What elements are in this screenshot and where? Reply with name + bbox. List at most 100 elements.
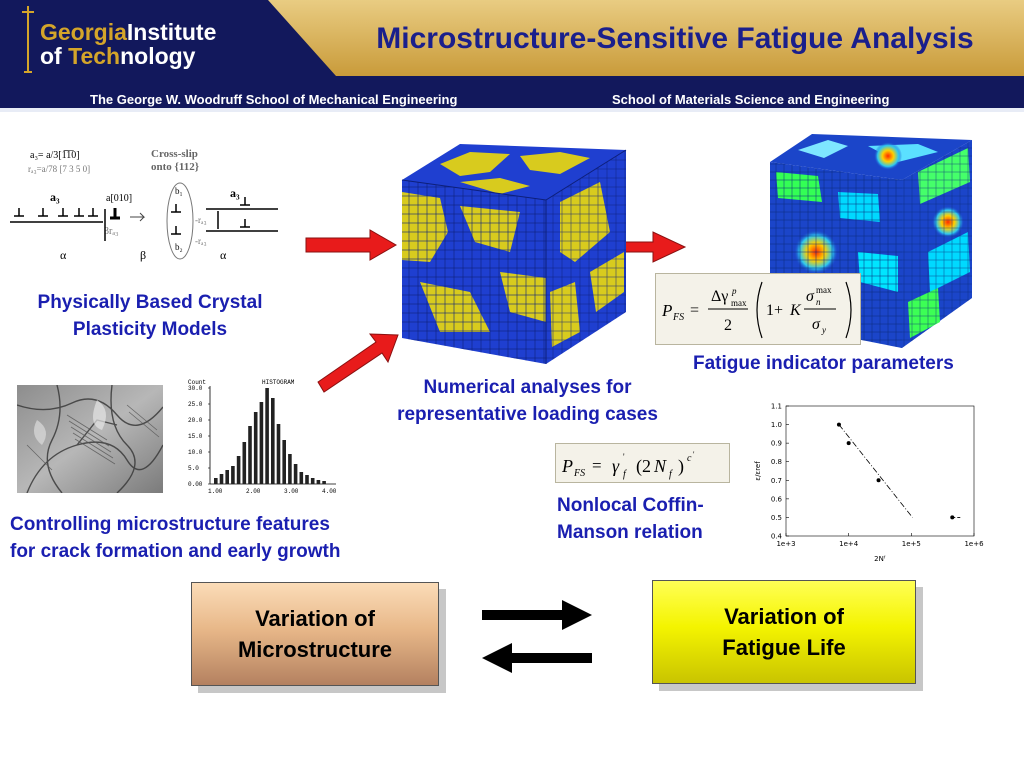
flow-arrows	[305, 229, 687, 393]
phase-beta: β	[140, 248, 146, 262]
caption-microstructure-features: Controlling microstructure features for …	[10, 514, 341, 562]
slide-header: GeorgiaInstitute of Technology Microstru…	[0, 0, 1024, 112]
histogram-x-tick: 2.00	[246, 488, 261, 495]
histogram-y-tick: 25.0	[188, 401, 203, 408]
histogram-bar	[276, 424, 281, 484]
department-left: The George W. Woodruff School of Mechani…	[90, 92, 458, 107]
label-a3-eq: a₃= a/3[1̅̅1̅0]	[30, 150, 80, 161]
arrow-black-right	[482, 600, 592, 630]
chart-y-tick: 0.4	[771, 533, 783, 541]
histogram-bar	[236, 456, 241, 484]
chart-y-tick: 0.5	[771, 514, 782, 522]
histogram-bar	[305, 475, 309, 484]
histogram-bar	[282, 440, 286, 484]
histogram-bar	[322, 481, 326, 484]
histogram-bar	[310, 478, 315, 484]
histogram-x-tick: 4.00	[322, 488, 337, 495]
label-cross-slip-2: onto {112}	[151, 161, 199, 173]
coffin-manson-equation: P FS = γ ' f (2 N f ) c '	[555, 443, 730, 483]
histogram-bar	[231, 466, 235, 484]
chart-x-tick: 1e+5	[902, 540, 921, 548]
histogram-y-tick: 0.00	[188, 481, 203, 488]
chart-data-point	[950, 515, 955, 520]
chart-data-point	[836, 422, 841, 427]
histogram-title: HISTOGRAM	[262, 379, 295, 386]
dislocation-diagram: a₃= a/3[1̅̅1̅0] rₐ₃=a/78 [7 3 5 0] Cross…	[10, 148, 278, 262]
arrow-right-1	[305, 229, 398, 261]
svg-text:c: c	[687, 453, 692, 464]
fip-equation: P FS = Δγ p max 2 1+ K σ max n σ y	[655, 273, 861, 345]
chart-x-tick: 1e+3	[776, 540, 795, 548]
histogram-bar	[316, 480, 321, 484]
svg-text:max: max	[731, 298, 747, 308]
svg-text:K: K	[789, 302, 802, 319]
svg-text:y: y	[821, 325, 826, 335]
histogram-y-tick: 30.0	[188, 385, 203, 392]
histogram-bar	[225, 470, 229, 484]
histogram-x-tick: 1.00	[208, 488, 223, 495]
chart-y-tick: 1.0	[771, 421, 782, 429]
histogram-bar	[265, 388, 269, 484]
caption-crystal-plasticity: Physically Based Crystal Plasticity Mode…	[37, 292, 263, 340]
label-r1: -rₐ₃	[195, 215, 207, 225]
page-title: Microstructure-Sensitive Fatigue Analysi…	[376, 22, 974, 55]
histogram-y-tick: 10.0	[188, 449, 203, 456]
histogram-x-tick: 3.00	[284, 488, 299, 495]
caption-fatigue-indicator: Fatigue indicator parameters	[693, 353, 954, 374]
histogram-bar	[219, 474, 224, 484]
svg-text:p: p	[731, 286, 737, 296]
chart-y-tick: 0.7	[771, 477, 782, 485]
svg-text:σ: σ	[806, 288, 815, 305]
exchange-arrows	[482, 600, 592, 673]
arrow-black-left	[482, 643, 592, 673]
label-r-eq: rₐ₃=a/78 [7 3 5 0]	[28, 164, 90, 174]
svg-text:n: n	[816, 297, 821, 307]
histogram-bar	[242, 442, 247, 484]
svg-text:=: =	[592, 456, 602, 475]
histogram-chart: Count HISTOGRAM 30.025.020.015.010.05.00…	[186, 376, 340, 496]
chart-data-point	[846, 441, 851, 446]
histogram-y-tick: 5.0	[188, 465, 199, 472]
svg-text:=: =	[690, 302, 699, 319]
chart-ylabel: ε/εref	[754, 461, 762, 481]
variation-microstructure-box: Variation of Microstructure	[191, 582, 439, 686]
histogram-bar	[288, 454, 292, 484]
svg-text:Δγ: Δγ	[711, 288, 728, 305]
svg-text:f: f	[669, 469, 673, 480]
chart-xlabel: 2Nᶠ	[874, 555, 886, 563]
label-b1: b₁	[175, 186, 183, 196]
chart-y-tick: 0.6	[771, 495, 783, 503]
svg-text:f: f	[623, 469, 627, 480]
label-cross-slip-1: Cross-slip	[151, 148, 198, 160]
svg-text:FS: FS	[672, 312, 684, 323]
chart-x-tick: 1e+6	[964, 540, 984, 548]
label-r2: -rₐ₃	[195, 236, 207, 246]
microstructure-cube	[401, 144, 627, 364]
svg-text:': '	[623, 452, 625, 462]
histogram-bar	[299, 472, 304, 484]
fip-equation-svg: P FS = Δγ p max 2 1+ K σ max n σ y	[661, 281, 852, 339]
histogram-y-tick: 15.0	[188, 433, 203, 440]
caption-coffin-manson: Nonlocal Coffin- Manson relation	[557, 495, 704, 543]
histogram-bar	[214, 478, 218, 484]
label-a3-right: a₃	[230, 186, 240, 200]
svg-text:1+: 1+	[766, 302, 783, 319]
svg-text:FS: FS	[573, 468, 585, 479]
svg-text:γ: γ	[612, 456, 620, 476]
chart-y-tick: 0.8	[771, 458, 782, 466]
arrow-diagonal	[317, 333, 399, 393]
svg-text:': '	[693, 450, 695, 459]
chart-fit-line	[838, 424, 913, 518]
label-3r: 3rₐ₃	[104, 226, 119, 237]
histogram-bar	[253, 412, 258, 484]
histogram-y-tick: 20.0	[188, 417, 203, 424]
svg-text:P: P	[561, 456, 573, 476]
svg-text:max: max	[816, 285, 832, 295]
label-b2: b₂	[175, 242, 183, 252]
svg-text:2: 2	[724, 317, 732, 334]
label-a010: a[010]	[106, 193, 132, 204]
variation-fatigue-life-box: Variation of Fatigue Life	[652, 580, 916, 684]
department-right: School of Materials Science and Engineer…	[612, 92, 890, 107]
chart-data-point	[876, 478, 881, 483]
